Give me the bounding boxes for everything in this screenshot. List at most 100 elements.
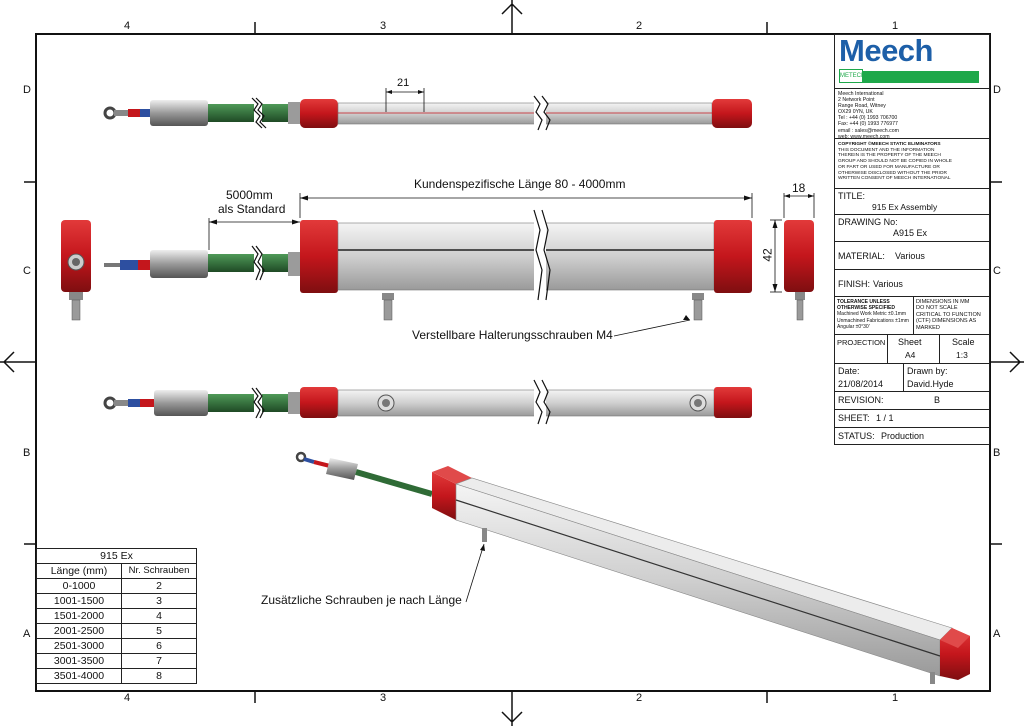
dim-cable-standard: als Standard	[218, 202, 286, 216]
copyright-head: COPYRIGHT ©MEECH STATIC ELIMINATORS	[838, 142, 941, 147]
table-header: Nr. Schrauben	[121, 563, 197, 579]
status-label: STATUS:	[838, 431, 875, 441]
note-line: DIMENSIONS IN MM	[916, 299, 970, 305]
date-label: Date:	[838, 366, 860, 376]
tolerance-line: Angular ±0°30'	[837, 323, 870, 330]
address-line: email : sales@meech.com	[838, 127, 899, 134]
sheet-size-label: Sheet	[898, 337, 922, 347]
title-field: TITLE: 915 Ex Assembly	[835, 189, 989, 215]
drawn-by-value: David.Hyde	[907, 379, 954, 389]
dim-pitch: 21	[397, 77, 410, 89]
dimension-notes: DIMENSIONS IN MM DO NOT SCALE CRITICAL T…	[916, 299, 981, 331]
sheet-count-label: SHEET:	[838, 413, 870, 423]
zone-ticks	[24, 22, 1002, 703]
zone-row-c-right: C	[993, 265, 1001, 277]
title-value: 915 Ex Assembly	[872, 202, 938, 212]
note-line: MARKED	[916, 324, 940, 331]
zone-col-1-bottom: 1	[892, 692, 899, 704]
tolerance-line: Machined Work Metric ±0.1mm	[837, 311, 907, 318]
top-view-assembly	[103, 88, 752, 131]
tolerance-field: TOLERANCE UNLESS OTHERWISE SPECIFIED Mac…	[835, 297, 989, 335]
table-cell: 5	[121, 623, 197, 639]
drawing-number-field: DRAWING No: A915 Ex	[835, 215, 989, 242]
zone-col-1-top: 1	[892, 20, 899, 32]
drawing-value: A915 Ex	[893, 228, 928, 238]
zone-row-c-left: C	[23, 265, 31, 277]
copyright-line: THIS DOCUMENT AND THE INFORMATION	[838, 147, 935, 153]
address-line: Tel : +44 (0) 1993 706700	[838, 115, 898, 122]
logo-area: Meech METECH	[835, 33, 989, 89]
projection-label: PROJECTION	[837, 338, 886, 347]
bottom-view-assembly	[103, 379, 752, 425]
note-adjustable-screws: Verstellbare Halterungsschrauben M4	[412, 328, 613, 342]
table-cell: 2001-2500	[36, 623, 122, 639]
logo-bar	[839, 71, 979, 83]
drawn-by-label: Drawn by:	[907, 366, 948, 376]
table-cell: 7	[121, 653, 197, 669]
address-line: 2 Network Point	[838, 97, 875, 104]
dim-width: 18	[792, 181, 806, 195]
table-title-row: 915 Ex	[36, 548, 197, 564]
table-title: 915 Ex	[36, 548, 197, 564]
projection-field: PROJECTION Sheet A4 Scale 1:3	[835, 335, 989, 364]
revision-label: REVISION:	[838, 395, 884, 405]
finish-field: FINISH: Various	[835, 270, 989, 297]
zone-col-4-top: 4	[124, 20, 131, 32]
company-address: Meech International 2 Network Point Rang…	[835, 89, 989, 140]
copyright-line: WRITTEN CONSENT OF MEECH INTERNATIONAL	[838, 176, 951, 182]
date-value: 21/08/2014	[838, 379, 884, 389]
finish-label: FINISH:	[838, 279, 871, 289]
table-cell: 1501-2000	[36, 608, 122, 624]
address-line: Range Road, Witney	[838, 103, 886, 110]
title-block: Meech METECH Meech International 2 Netwo…	[834, 33, 990, 445]
drawing-label: DRAWING No:	[838, 217, 898, 227]
zone-col-3-bottom: 3	[380, 692, 387, 704]
front-view-assembly	[61, 193, 815, 337]
material-label: MATERIAL:	[838, 251, 885, 261]
tolerance-line: Unmachined Fabrications ±1mm	[837, 317, 909, 324]
table-cell: 6	[121, 638, 197, 654]
zone-col-2-bottom: 2	[636, 692, 643, 704]
copyright-line: OTHERWISE DISCLOSED WITHOUT THE PRIOR	[838, 170, 948, 176]
table-cell: 3501-4000	[36, 668, 122, 684]
revision-value: B	[934, 395, 941, 405]
address-line: Meech International	[838, 91, 884, 97]
address-line: Fax: +44 (0) 1993 776977	[838, 121, 898, 128]
zone-col-3-top: 3	[380, 20, 387, 32]
copyright-line: THEREIN IS THE PROPERTY OF THE MEECH	[838, 153, 941, 159]
meech-logo: Meech	[839, 33, 933, 68]
address-line: web: www.meech.com	[838, 133, 890, 140]
sheet-count-field: SHEET: 1 / 1	[835, 410, 989, 428]
dim-cable-length: 5000mm	[226, 188, 273, 202]
table-cell: 3	[121, 593, 197, 609]
note-line: (CTF) DIMENSIONS AS	[916, 318, 977, 325]
dim-custom-length: Kundenspezifische Länge 80 - 4000mm	[414, 177, 626, 191]
zone-row-b-right: B	[993, 447, 1001, 459]
address-line: OX29 0YN, UK	[838, 109, 873, 116]
sheet-count-value: 1 / 1	[876, 413, 894, 423]
table-cell: 4	[121, 608, 197, 624]
zone-row-b-left: B	[23, 447, 31, 459]
copyright-notice: COPYRIGHT ©MEECH STATIC ELIMINATORS THIS…	[835, 139, 989, 189]
note-line: DO NOT SCALE	[916, 305, 958, 312]
copyright-line: GROUP AND SHOULD NOT BE COPIED IN WHOLE	[838, 159, 952, 165]
scale-value: 1:3	[956, 350, 968, 360]
tolerance-line: OTHERWISE SPECIFIED	[837, 305, 895, 312]
zone-col-4-bottom: 4	[124, 692, 131, 704]
finish-value: Various	[873, 279, 903, 289]
date-field: Date: 21/08/2014 Drawn by: David.Hyde	[835, 364, 989, 392]
scale-label: Scale	[952, 337, 975, 347]
table-cell: 3001-3500	[36, 653, 122, 669]
dim-height: 42	[760, 248, 775, 262]
zone-col-2-top: 2	[636, 20, 643, 32]
table-cell: 1001-1500	[36, 593, 122, 609]
table-cell: 8	[121, 668, 197, 684]
